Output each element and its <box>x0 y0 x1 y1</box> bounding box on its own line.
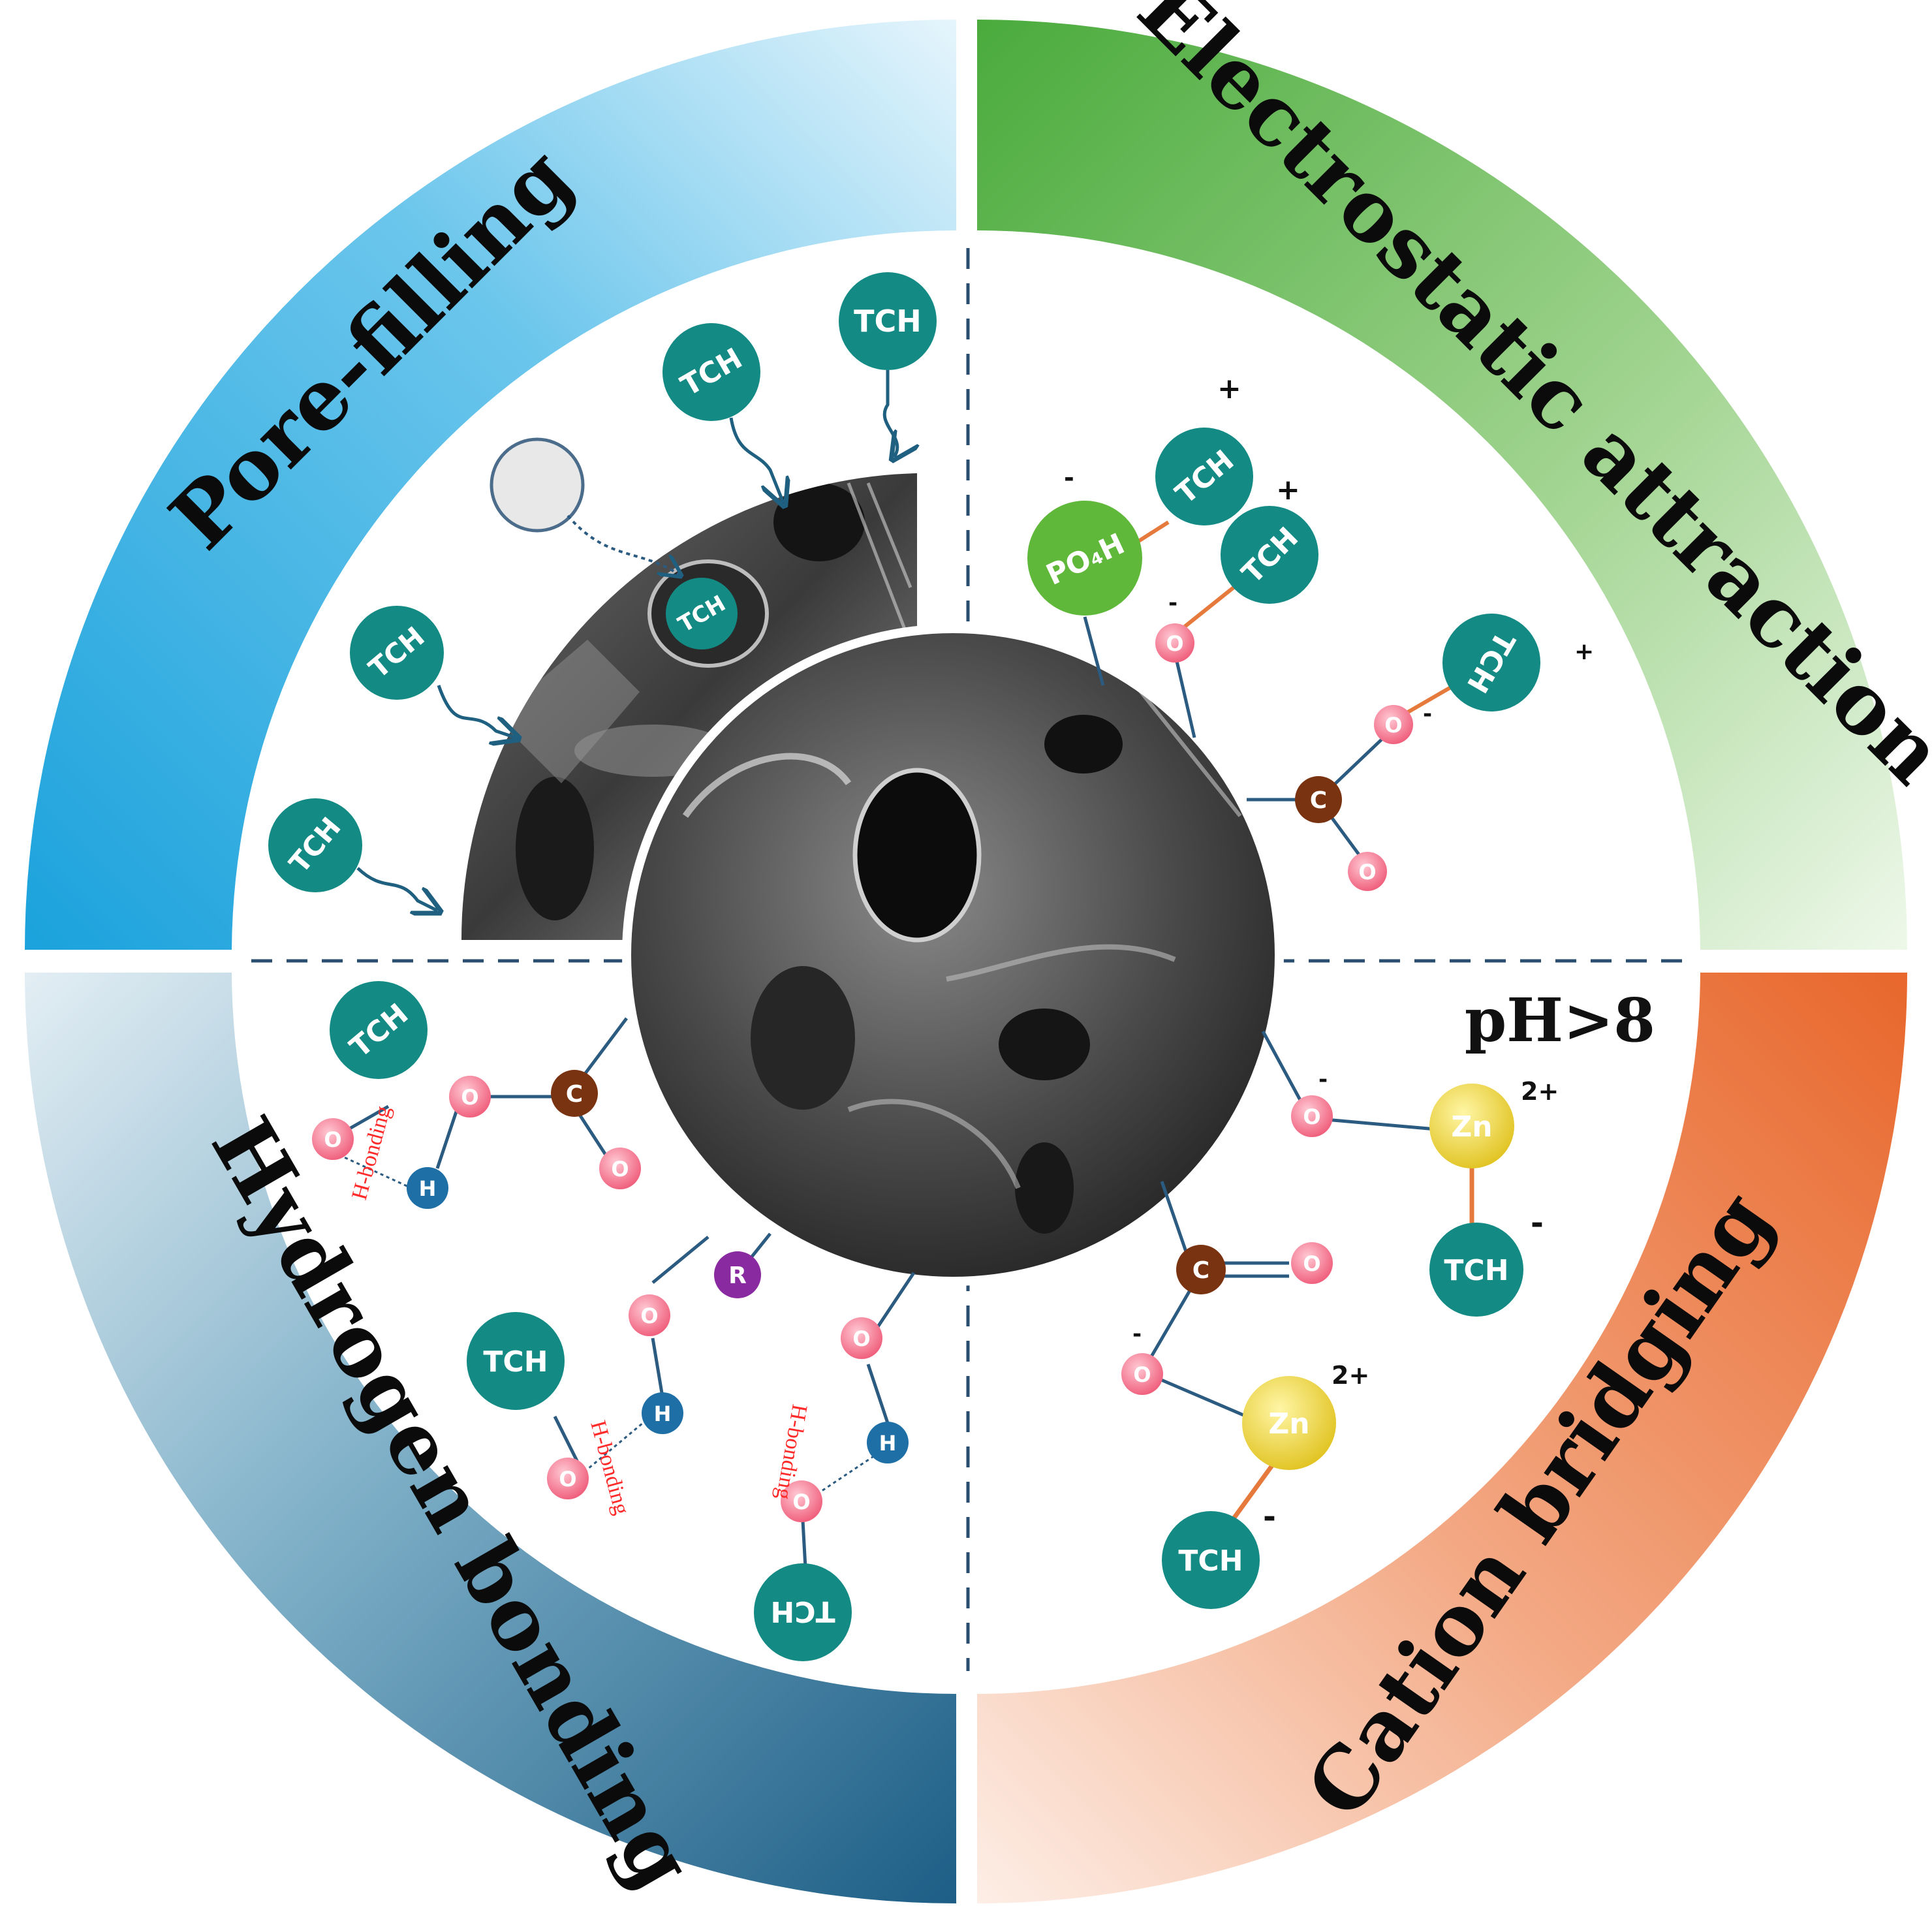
pore-filling-group: TCH TCH TCH TCH TCH <box>268 272 937 911</box>
carbon-atom: C <box>1295 776 1342 823</box>
hydrogen-atom: H <box>642 1392 683 1434</box>
svg-text:O: O <box>792 1490 810 1514</box>
svg-text:H: H <box>419 1176 437 1201</box>
carbon-atom: C <box>1176 1245 1226 1294</box>
svg-text:Zn: Zn <box>1451 1110 1492 1144</box>
svg-text:O: O <box>852 1326 870 1351</box>
svg-text:TCH: TCH <box>1444 1254 1508 1287</box>
carbon-atom: C <box>551 1070 598 1117</box>
tch-molecule: TCH <box>1221 506 1318 604</box>
tch-molecule: TCH <box>1162 1511 1260 1609</box>
tch-molecule: TCH <box>754 1563 852 1661</box>
oxygen-atom: O <box>1291 1095 1333 1137</box>
svg-text:O: O <box>559 1467 576 1492</box>
svg-text:O: O <box>611 1157 629 1181</box>
oxygen-atom: O <box>599 1148 641 1189</box>
svg-text:-: - <box>1263 1499 1276 1535</box>
svg-text:C: C <box>1192 1257 1209 1284</box>
ring-quadrant-electrostatic <box>977 20 1907 950</box>
hydrogen-atom: H <box>867 1422 909 1463</box>
svg-text:Zn: Zn <box>1268 1407 1309 1441</box>
svg-text:-: - <box>1064 463 1074 492</box>
svg-text:TCH: TCH <box>1178 1544 1243 1578</box>
svg-text:-: - <box>1423 701 1432 727</box>
tch-molecule: TCH <box>350 606 444 700</box>
tch-molecule: TCH <box>1442 614 1540 711</box>
oxygen-atom: O <box>547 1458 589 1499</box>
tch-molecule: TCH <box>330 981 428 1079</box>
svg-text:H: H <box>879 1431 897 1456</box>
cation-bridging-group: O - Zn 2+ TCH - C O O - Zn 2+ <box>1121 1030 1559 1609</box>
svg-text:O: O <box>1166 631 1183 656</box>
svg-text:TCH: TCH <box>770 1595 835 1628</box>
svg-text:C: C <box>566 1081 583 1108</box>
ring-quadrant-cation-bridging <box>977 973 1907 1903</box>
svg-text:TCH: TCH <box>483 1345 548 1379</box>
hydrogen-atom: H <box>407 1167 448 1209</box>
oxygen-atom: O <box>1291 1242 1333 1284</box>
oxygen-atom: O <box>1155 623 1194 663</box>
svg-text:O: O <box>1133 1362 1151 1387</box>
electrostatic-group: PO₄H - TCH + O - TCH + C O - O <box>1027 372 1594 891</box>
tch-molecule: TCH <box>268 798 362 892</box>
ring-quadrant-pore-filling <box>25 19 956 950</box>
sem-image-center <box>622 624 1284 1286</box>
svg-text:O: O <box>640 1304 658 1328</box>
oxygen-atom: O <box>1348 852 1387 891</box>
empty-pore-circle <box>490 437 585 533</box>
oxygen-atom: O <box>1374 705 1413 744</box>
svg-text:O: O <box>1384 713 1402 738</box>
oxygen-atom: O <box>629 1294 670 1336</box>
svg-text:H: H <box>654 1401 672 1426</box>
tch-molecule: TCH <box>662 323 760 421</box>
ph-condition-label: pH>8 <box>1465 985 1655 1055</box>
svg-text:+: + <box>1217 372 1241 405</box>
svg-text:2+: 2+ <box>1521 1077 1559 1106</box>
svg-text:+: + <box>1276 473 1300 507</box>
zinc-ion: Zn <box>1242 1376 1336 1470</box>
zinc-ion: Zn <box>1429 1084 1514 1168</box>
svg-text:C: C <box>1310 787 1327 814</box>
tch-molecule: TCH <box>467 1312 565 1410</box>
hydrogen-bonding-group: TCH O O H C O H-bonding R O <box>312 981 916 1661</box>
svg-text:+: + <box>1574 638 1594 665</box>
tch-molecule: TCH <box>1155 428 1253 525</box>
oxygen-atom: O <box>312 1118 354 1160</box>
svg-text:-: - <box>1318 1067 1328 1093</box>
ring-quadrant-hydrogen-bonding <box>25 973 956 1903</box>
svg-text:TCH: TCH <box>854 304 922 339</box>
svg-text:O: O <box>1303 1104 1320 1129</box>
oxygen-atom: O <box>841 1317 882 1359</box>
svg-text:O: O <box>1358 860 1376 884</box>
svg-text:-: - <box>1132 1321 1142 1347</box>
oxygen-atom: O <box>781 1480 822 1522</box>
tch-molecule: TCH <box>839 272 937 370</box>
svg-text:O: O <box>1303 1251 1320 1276</box>
tch-molecule: TCH <box>666 578 738 649</box>
tch-molecule: TCH <box>1429 1223 1523 1317</box>
phosphate-group: PO₄H <box>1027 501 1142 616</box>
svg-text:2+: 2+ <box>1332 1361 1369 1390</box>
svg-text:O: O <box>324 1127 341 1152</box>
svg-text:R: R <box>728 1262 747 1289</box>
svg-text:-: - <box>1168 590 1177 616</box>
oxygen-atom: O <box>449 1076 491 1118</box>
svg-text:O: O <box>461 1085 478 1110</box>
oxygen-atom: O <box>1121 1353 1163 1395</box>
svg-text:-: - <box>1531 1205 1544 1242</box>
r-group-atom: R <box>714 1251 761 1298</box>
